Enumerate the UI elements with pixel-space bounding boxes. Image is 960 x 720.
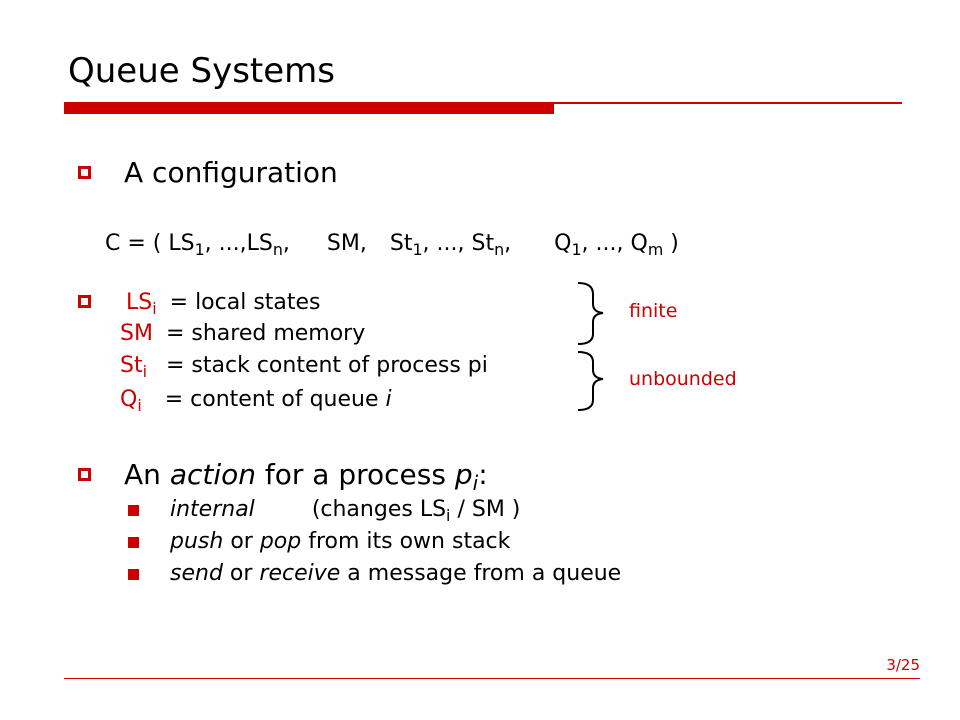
page-number: 3/25 [886,656,920,674]
brace-finite-icon [577,282,604,345]
filled-square-bullet-icon [128,569,139,580]
action-item-push-pop: push or pop from its own stack [170,529,511,554]
label-unbounded: unbounded [629,368,737,390]
hollow-square-bullet-icon [78,166,91,179]
configuration-formula: C = ( LS1, ...,LSn, SM, St1, ..., Stn, Q… [105,231,679,259]
slide-title: Queue Systems [68,51,336,91]
grouping-braces [577,282,604,411]
section-heading-configuration: A configuration [124,156,338,189]
title-rule-thick [64,104,554,114]
definition-sm: SM = shared memory [120,321,366,346]
definition-st: Sti = stack content of process pi [120,353,488,381]
hollow-square-bullet-icon [78,295,91,308]
footer-rule [64,678,920,679]
action-item-send-receive: send or receive a message from a queue [170,561,622,586]
filled-square-bullet-icon [128,537,139,548]
filled-square-bullet-icon [128,505,139,516]
label-finite: finite [629,300,678,322]
action-item-internal: internal (changes LSi / SM ) [170,497,521,525]
brace-unbounded-icon [577,351,604,411]
hollow-square-bullet-icon [78,468,91,481]
title-rule-thin [64,102,902,104]
section-heading-action: An action for a process pi: [124,458,488,496]
definition-ls: LSi = local states [126,290,321,318]
definition-q: Qi = content of queue i [120,387,392,415]
